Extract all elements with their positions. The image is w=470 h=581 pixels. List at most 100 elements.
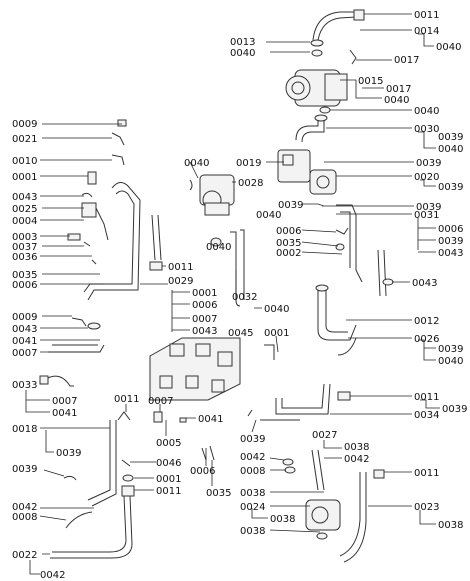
label-0040: 0040 xyxy=(438,356,463,367)
label-0002: 0002 xyxy=(276,248,301,259)
part-number-labels: 0011 0014 0040 0013 0040 0017 0015 0017 … xyxy=(12,10,467,581)
label-0042: 0042 xyxy=(12,502,37,513)
label-0039: 0039 xyxy=(416,202,441,213)
manifold-part-0045 xyxy=(149,337,241,401)
part-illustrations xyxy=(39,9,394,563)
label-0035: 0035 xyxy=(206,488,231,499)
label-0040: 0040 xyxy=(184,158,209,169)
label-0011: 0011 xyxy=(414,468,439,479)
label-0043: 0043 xyxy=(192,326,217,337)
label-0001: 0001 xyxy=(156,474,181,485)
label-0006: 0006 xyxy=(276,226,301,237)
label-0041: 0041 xyxy=(12,336,37,347)
label-0011: 0011 xyxy=(156,486,181,497)
label-0013: 0013 xyxy=(230,37,255,48)
label-0008: 0008 xyxy=(240,466,265,477)
label-0041: 0041 xyxy=(198,414,223,425)
label-0017: 0017 xyxy=(386,84,411,95)
label-0042: 0042 xyxy=(40,570,65,581)
label-0010: 0010 xyxy=(12,156,37,167)
label-0035: 0035 xyxy=(12,270,37,281)
label-0001: 0001 xyxy=(192,288,217,299)
label-0009: 0009 xyxy=(12,312,37,323)
label-0034: 0034 xyxy=(414,410,439,421)
label-0041: 0041 xyxy=(52,408,77,419)
label-0017: 0017 xyxy=(394,55,419,66)
label-0042: 0042 xyxy=(344,454,369,465)
valve-part-0024 xyxy=(305,499,341,531)
label-0040: 0040 xyxy=(264,304,289,315)
label-0039: 0039 xyxy=(416,158,441,169)
label-0026: 0026 xyxy=(414,334,439,345)
label-0036: 0036 xyxy=(12,252,37,263)
label-0040: 0040 xyxy=(256,210,281,221)
label-0031: 0031 xyxy=(414,210,439,221)
label-0038: 0038 xyxy=(270,514,295,525)
label-0032: 0032 xyxy=(232,292,257,303)
label-0005: 0005 xyxy=(156,438,181,449)
label-0043: 0043 xyxy=(12,192,37,203)
label-0007: 0007 xyxy=(192,314,217,325)
label-0006: 0006 xyxy=(190,466,215,477)
label-0021: 0021 xyxy=(12,134,37,145)
label-0037: 0037 xyxy=(12,242,37,253)
pump-part xyxy=(285,69,348,107)
label-0038: 0038 xyxy=(240,488,265,499)
label-0007: 0007 xyxy=(52,396,77,407)
label-0027: 0027 xyxy=(312,430,337,441)
label-0039: 0039 xyxy=(438,182,463,193)
label-0028: 0028 xyxy=(238,178,263,189)
label-0040: 0040 xyxy=(206,242,231,253)
label-0039: 0039 xyxy=(56,448,81,459)
label-0040: 0040 xyxy=(384,95,409,106)
label-0040: 0040 xyxy=(436,42,461,53)
label-0039: 0039 xyxy=(278,200,303,211)
label-0004: 0004 xyxy=(12,216,37,227)
label-0018: 0018 xyxy=(12,424,37,435)
label-0038: 0038 xyxy=(438,520,463,531)
label-0011: 0011 xyxy=(414,392,439,403)
label-0001: 0001 xyxy=(12,172,37,183)
label-0022: 0022 xyxy=(12,550,37,561)
label-0003: 0003 xyxy=(12,232,37,243)
pipe-part-0029 xyxy=(83,182,141,301)
label-0046: 0046 xyxy=(156,458,181,469)
label-0035: 0035 xyxy=(276,238,301,249)
label-0030: 0030 xyxy=(414,124,439,135)
label-0014: 0014 xyxy=(414,26,439,37)
label-0029: 0029 xyxy=(168,276,193,287)
label-0043: 0043 xyxy=(438,248,463,259)
label-0033: 0033 xyxy=(12,380,37,391)
label-0007: 0007 xyxy=(12,348,37,359)
label-0040: 0040 xyxy=(230,48,255,59)
label-0011: 0011 xyxy=(168,262,193,273)
label-0006: 0006 xyxy=(438,224,463,235)
label-0024: 0024 xyxy=(240,502,265,513)
label-0040: 0040 xyxy=(414,106,439,117)
label-0045: 0045 xyxy=(228,328,253,339)
label-0008: 0008 xyxy=(12,512,37,523)
label-0012: 0012 xyxy=(414,316,439,327)
label-0019: 0019 xyxy=(236,158,261,169)
label-0042: 0042 xyxy=(240,452,265,463)
valve-part-0028 xyxy=(199,174,235,216)
label-0039: 0039 xyxy=(442,404,467,415)
label-0009: 0009 xyxy=(12,119,37,130)
label-0039: 0039 xyxy=(438,236,463,247)
label-0040: 0040 xyxy=(438,144,463,155)
label-0025: 0025 xyxy=(12,204,37,215)
label-0011: 0011 xyxy=(414,10,439,21)
label-0038: 0038 xyxy=(344,442,369,453)
label-0023: 0023 xyxy=(414,502,439,513)
label-0020: 0020 xyxy=(414,172,439,183)
label-0039: 0039 xyxy=(438,132,463,143)
label-0006: 0006 xyxy=(192,300,217,311)
label-0043: 0043 xyxy=(12,324,37,335)
label-0039: 0039 xyxy=(438,344,463,355)
leader-lines xyxy=(25,13,440,575)
label-0038: 0038 xyxy=(240,526,265,537)
label-0043: 0043 xyxy=(412,278,437,289)
label-0006: 0006 xyxy=(12,280,37,291)
label-0007: 0007 xyxy=(148,396,173,407)
